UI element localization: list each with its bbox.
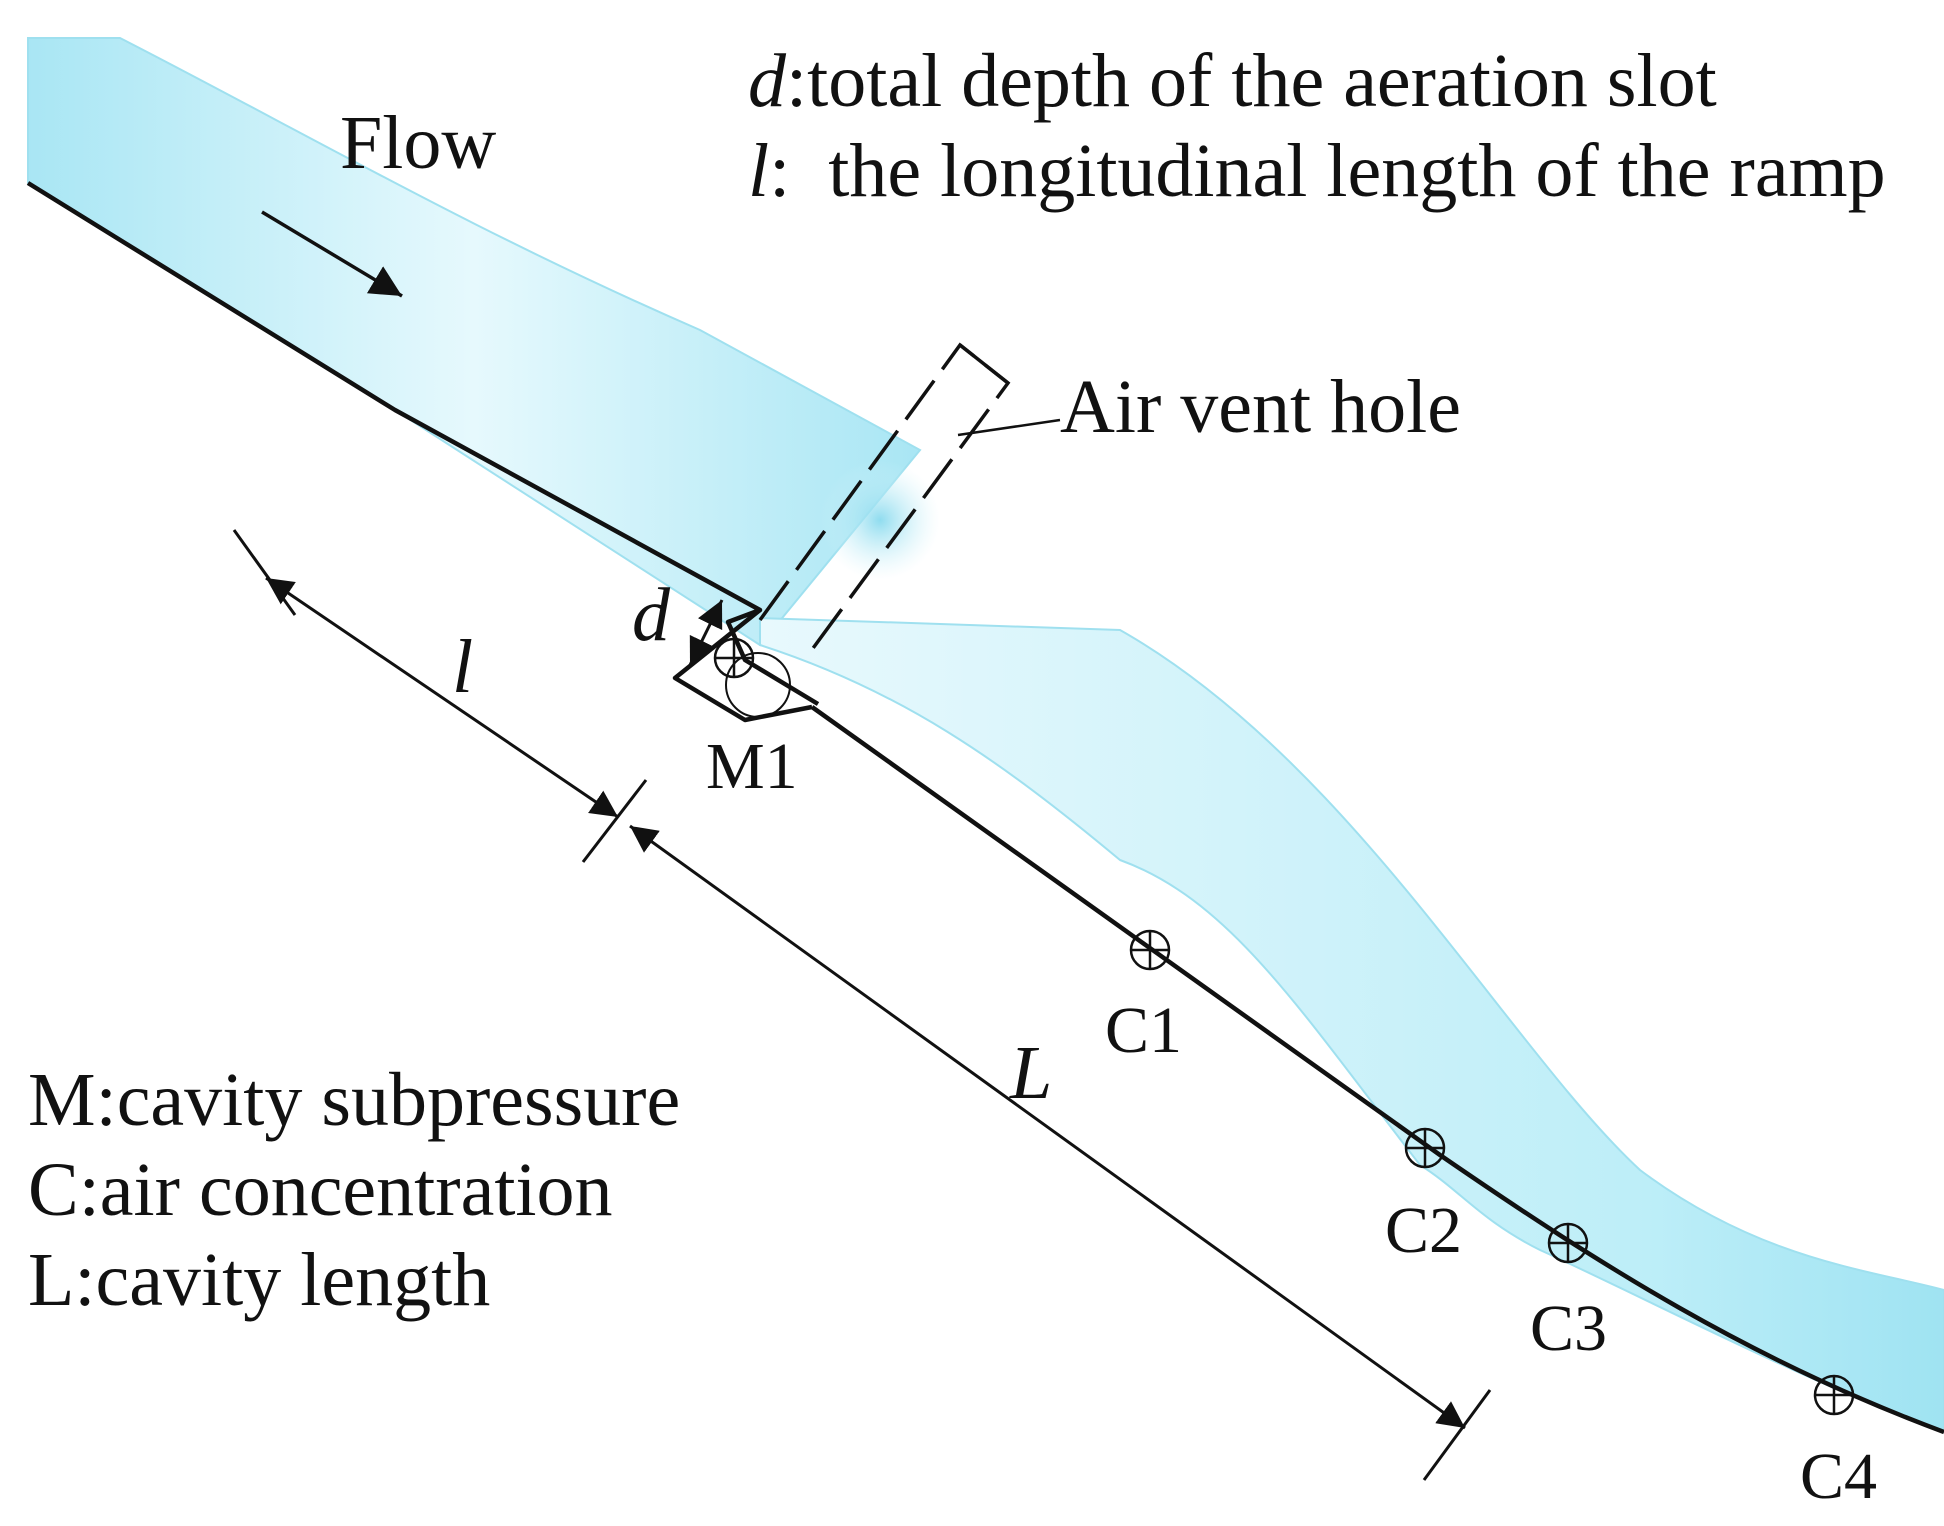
- legend-d-text: :total depth of the aeration slot: [786, 39, 1717, 123]
- legend-m: M:cavity subpressure: [28, 1058, 680, 1142]
- legend-d: d:total depth of the aeration slot: [748, 39, 1717, 123]
- air-vent-leader: [957, 418, 1061, 437]
- l-extension-tick: [232, 529, 297, 616]
- legend-l-text: : the longitudinal length of the ramp: [769, 129, 1886, 213]
- point-label-m1: M1: [706, 730, 798, 803]
- legend-l: l: the longitudinal length of the ramp: [748, 129, 1886, 213]
- L-dimension-label: L: [1009, 1031, 1052, 1115]
- measure-point-c2: [1404, 1127, 1446, 1169]
- air-vent-pipe: [758, 342, 1011, 657]
- arrow-right-down-icon: [261, 210, 403, 298]
- legend-c: C:air concentration: [28, 1148, 613, 1232]
- measure-point-c1: [1129, 929, 1171, 971]
- channel-bed-upstream: [26, 181, 820, 706]
- point-label-c1: C1: [1105, 994, 1182, 1067]
- upstream-water: [27, 37, 922, 647]
- measure-point-m1: [713, 637, 791, 718]
- cavity-circle: [725, 652, 791, 718]
- point-label-c3: C3: [1530, 1292, 1607, 1365]
- point-label-c4: C4: [1800, 1440, 1877, 1513]
- legend-l-symbol: l: [748, 129, 769, 213]
- legend-L: L:cavity length: [28, 1238, 490, 1322]
- d-dimension-label: d: [632, 573, 671, 657]
- flow-label: Flow: [340, 101, 496, 185]
- channel-bed-downstream: [810, 705, 1944, 1435]
- measure-point-c3: [1547, 1222, 1589, 1264]
- air-vent-label: Air vent hole: [1060, 365, 1461, 449]
- l-dimension-label: l: [452, 625, 473, 709]
- d-dimension-arrow: [688, 599, 724, 666]
- vent-water-glow: [820, 460, 940, 580]
- l-dimension-arrow: [265, 576, 619, 819]
- jet-water: [759, 616, 1944, 1434]
- point-label-c2: C2: [1385, 1194, 1462, 1267]
- legend-d-symbol: d: [748, 39, 787, 123]
- lL-junction-tick: [581, 779, 648, 863]
- L-extension-tick: [1422, 1389, 1492, 1481]
- L-dimension-arrow: [629, 824, 1466, 1430]
- measure-point-c4: [1813, 1374, 1855, 1416]
- air-vent-pipe-top: [958, 343, 1010, 385]
